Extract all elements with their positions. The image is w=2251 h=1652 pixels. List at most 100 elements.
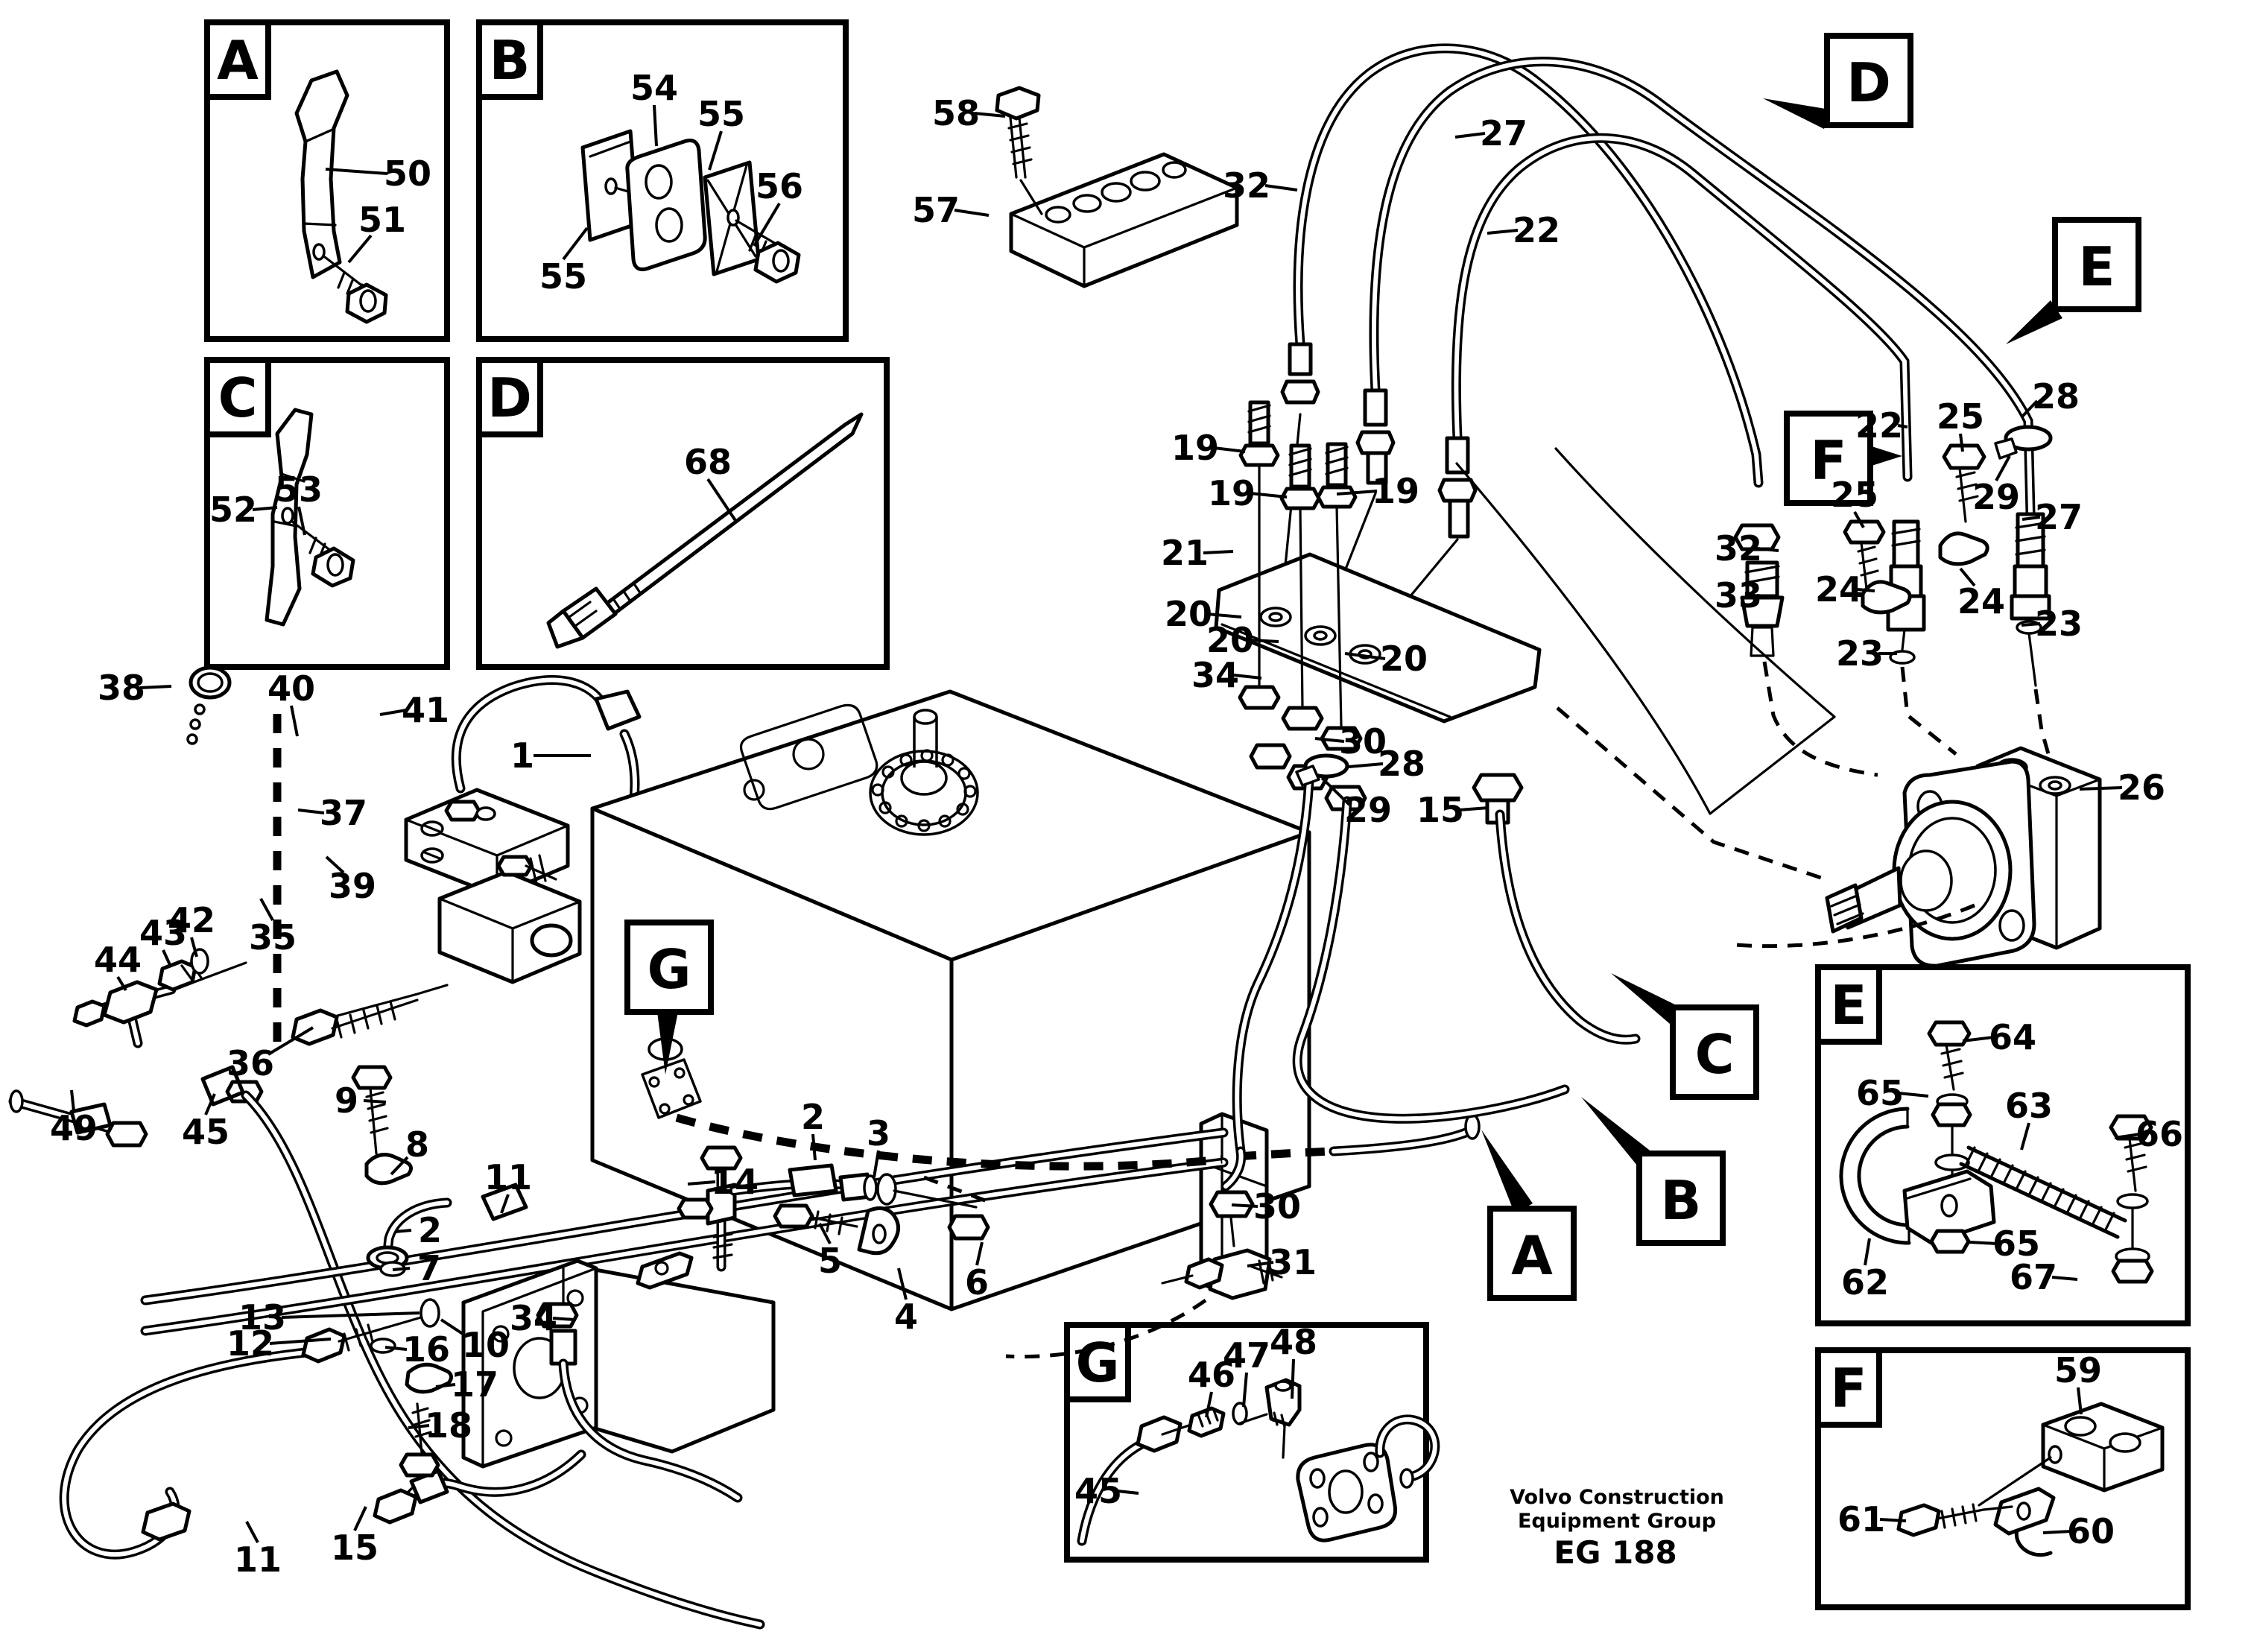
part-label-34: 34 <box>1191 655 1239 695</box>
leader-line-6 <box>975 1241 984 1266</box>
leader-line-58 <box>974 112 1006 118</box>
long-hoses-22-27-32-drawing-core <box>1454 136 1910 479</box>
leader-line-37 <box>297 808 325 814</box>
part-label-53: 53 <box>275 469 323 510</box>
leader-line-66 <box>2114 1133 2141 1139</box>
leader-line-63 <box>2020 1122 2030 1151</box>
leader-line-25 <box>1959 433 1964 452</box>
leader-line-28 <box>1348 762 1384 768</box>
valve-block-35-drawing-core <box>454 677 607 791</box>
leader-line-10 <box>440 1318 469 1338</box>
leader-line-2 <box>811 1133 817 1161</box>
leader-line-17 <box>435 1383 456 1388</box>
leader-line-20 <box>1248 639 1279 643</box>
part-label-33: 33 <box>1715 575 1762 615</box>
callout-box-a <box>1487 1206 1577 1301</box>
long-hoses-22-27-32-drawing <box>1279 43 2036 665</box>
footer: Volvo Construction Equipment Group EG 18… <box>1510 1486 1724 1571</box>
detail-c-content <box>265 408 355 627</box>
detail-e-content <box>1839 1020 2154 1284</box>
part-label-66: 66 <box>2136 1114 2183 1154</box>
leader-line-27 <box>2022 516 2041 521</box>
leader-line-44 <box>116 975 127 992</box>
leader-line-50 <box>325 168 388 175</box>
part-label-11: 11 <box>484 1157 532 1197</box>
part-label-44: 44 <box>94 940 142 980</box>
detail-frame-letter-d: D <box>487 367 532 429</box>
leader-line-28 <box>2020 399 2039 419</box>
leader-line-48 <box>1291 1358 1295 1399</box>
part-label-14: 14 <box>711 1162 759 1202</box>
part-label-45: 45 <box>182 1112 229 1152</box>
leader-line-67 <box>2051 1276 2078 1281</box>
footer-line2: Equipment Group <box>1518 1510 1716 1533</box>
detail-frame-letter-b: B <box>490 29 531 92</box>
leader-line-39 <box>325 855 345 874</box>
leader-line-13 <box>281 1311 420 1319</box>
leader-line-32 <box>1756 547 1779 552</box>
part-label-7: 7 <box>417 1248 441 1288</box>
leader-line-34 <box>1233 674 1262 680</box>
detail-frame-letter-box-f <box>1815 1347 1882 1428</box>
leader-line-3 <box>873 1150 880 1178</box>
leader-line-24 <box>1959 567 1976 587</box>
leader-line-21 <box>1203 550 1234 554</box>
part-label-12: 12 <box>227 1323 274 1364</box>
hoses-right-of-tank-drawing-core <box>1295 799 1567 1121</box>
callout-arrow-a <box>1481 1130 1533 1214</box>
part-label-20: 20 <box>1165 594 1212 634</box>
detail-frame-letter-box-g <box>1064 1322 1131 1402</box>
callout-letter-f: F <box>1810 429 1846 492</box>
part-label-13: 13 <box>238 1297 286 1338</box>
detail-frame-letter-box-c <box>204 357 271 437</box>
part-label-25: 25 <box>1831 475 1878 515</box>
part-label-38: 38 <box>98 668 145 708</box>
detail-frame-letter-box-d <box>476 357 543 437</box>
leader-line-29 <box>1320 776 1351 806</box>
part-label-2: 2 <box>801 1097 825 1137</box>
part-label-36: 36 <box>227 1043 274 1083</box>
footer-line1: Volvo Construction <box>1510 1486 1724 1509</box>
part-label-15: 15 <box>1416 790 1464 830</box>
detail-frame-d <box>476 357 890 670</box>
leader-line-25 <box>1853 511 1865 528</box>
part-label-40: 40 <box>267 668 315 709</box>
part-label-20: 20 <box>1380 639 1428 679</box>
detail-frame-letter-box-a <box>204 19 271 100</box>
callout-arrow-e <box>2006 300 2062 344</box>
part-label-24: 24 <box>1815 569 1863 610</box>
part-label-42: 42 <box>168 900 215 940</box>
part-label-2: 2 <box>418 1210 442 1250</box>
part-label-5: 5 <box>818 1241 842 1281</box>
part-label-41: 41 <box>402 690 449 730</box>
leader-line-35 <box>259 898 274 921</box>
leader-line-29 <box>1995 455 2011 481</box>
leader-line-64 <box>1962 1036 1994 1042</box>
part-label-23: 23 <box>1836 633 1884 674</box>
part-label-55: 55 <box>697 94 745 134</box>
part-label-37: 37 <box>320 793 367 833</box>
leader-line-24 <box>1857 588 1875 592</box>
leader-line-41 <box>379 709 407 716</box>
leader-line-20 <box>1206 613 1242 618</box>
leader-line-33 <box>1756 594 1781 599</box>
leader-line-59 <box>2077 1387 2083 1415</box>
long-hoses-22-27-32-drawing-core <box>1296 45 1761 485</box>
leader-line-15 <box>353 1506 367 1531</box>
part-label-22: 22 <box>1855 405 1903 446</box>
part-label-29: 29 <box>1344 790 1392 830</box>
part-label-62: 62 <box>1841 1262 1889 1303</box>
part-label-18: 18 <box>425 1405 472 1446</box>
long-pipes-drawing-core <box>143 1160 1226 1333</box>
part-label-30: 30 <box>1253 1186 1301 1227</box>
part-label-17: 17 <box>451 1364 498 1405</box>
leader-line-53 <box>297 506 306 536</box>
leader-line-2 <box>394 1229 412 1233</box>
part-label-32: 32 <box>1715 528 1762 569</box>
part-label-23: 23 <box>2035 604 2083 644</box>
part-label-45: 45 <box>1074 1471 1122 1511</box>
leader-line-5 <box>818 1223 832 1244</box>
callout-arrow-d <box>1763 98 1830 129</box>
callout-box-b <box>1636 1151 1726 1246</box>
leader-line-65 <box>1969 1241 1998 1245</box>
